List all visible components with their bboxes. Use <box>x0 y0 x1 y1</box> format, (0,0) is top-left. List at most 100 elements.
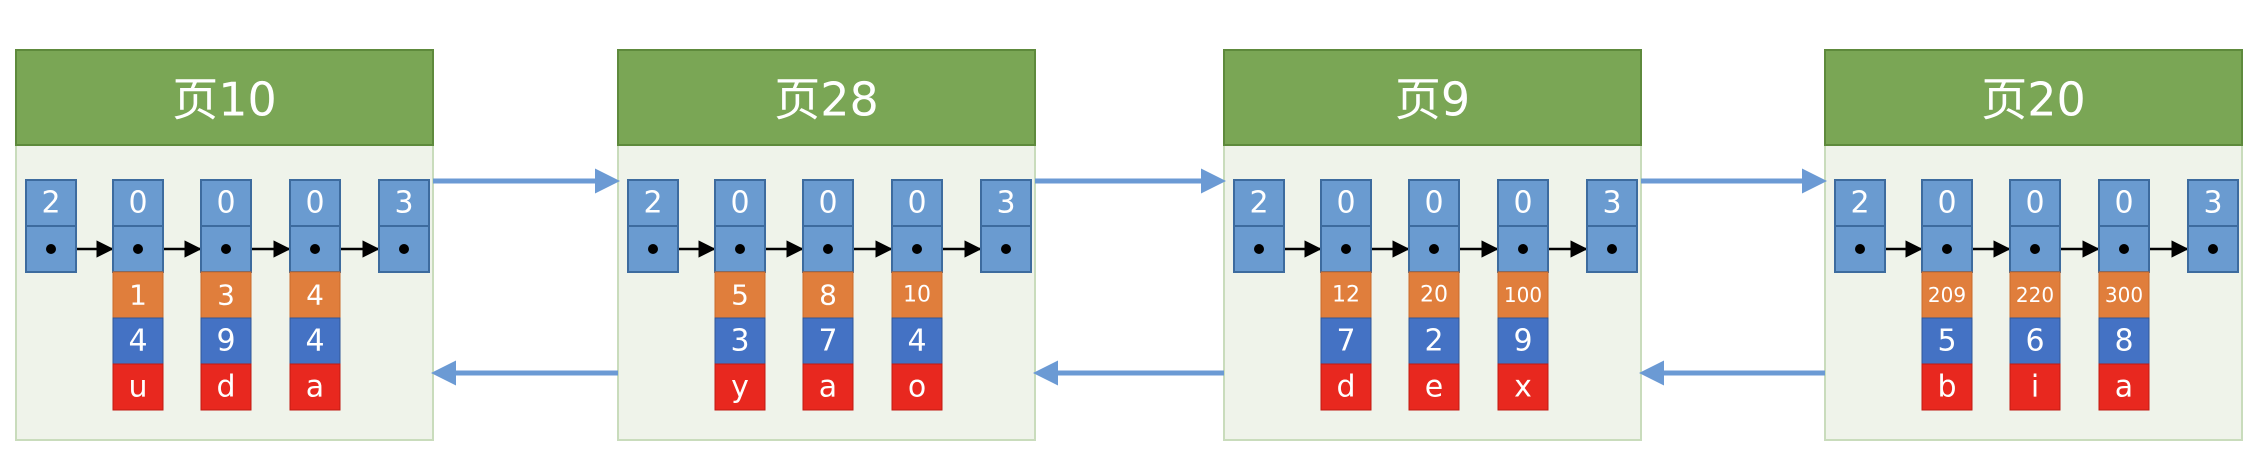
record-key: 8 <box>819 279 837 312</box>
record-col2-value: 8 <box>2114 324 2133 359</box>
pointer-dot <box>735 244 745 254</box>
record-col3-value: a <box>306 370 324 405</box>
record-col2-cell <box>802 317 854 365</box>
record-type: 0 <box>1424 186 1443 221</box>
pointer-dot <box>2119 244 2129 254</box>
record-col3-cell <box>289 363 341 411</box>
record-type: 0 <box>1513 186 1532 221</box>
record-col2-cell <box>1921 317 1973 365</box>
record-header <box>200 179 252 227</box>
record-key-cell <box>200 271 252 319</box>
record-key: 209 <box>1928 283 1966 307</box>
record-col2-value: 4 <box>907 324 926 359</box>
record-col2-cell <box>1497 317 1549 365</box>
record-key-cell <box>1320 271 1372 319</box>
page-header <box>1824 49 2243 146</box>
record-key-cell <box>1921 271 1973 319</box>
record-key-cell <box>1497 271 1549 319</box>
record-col3-value: d <box>1336 370 1355 405</box>
supremum-record-type: 3 <box>1602 186 1621 221</box>
record-col2-cell <box>891 317 943 365</box>
record-key: 10 <box>903 283 931 308</box>
record-key: 12 <box>1332 283 1360 308</box>
record-header <box>714 179 766 227</box>
record-col3-value: d <box>216 370 235 405</box>
record-header <box>2098 179 2150 227</box>
record-key: 100 <box>1504 283 1542 307</box>
record-header <box>891 179 943 227</box>
page-header <box>1223 49 1642 146</box>
pointer-dot <box>133 244 143 254</box>
record-col2-cell <box>1408 317 1460 365</box>
record-header <box>112 179 164 227</box>
record-pointer <box>289 225 341 273</box>
pointer-dot <box>399 244 409 254</box>
record-key: 20 <box>1420 283 1448 308</box>
record-type: 0 <box>2114 186 2133 221</box>
record-key-cell <box>112 271 164 319</box>
page-title: 页28 <box>774 73 879 127</box>
record-key-cell <box>891 271 943 319</box>
page-title: 页10 <box>172 73 277 127</box>
pointer-dot <box>912 244 922 254</box>
pointer-dot <box>221 244 231 254</box>
record-key-cell <box>802 271 854 319</box>
record-key: 220 <box>2016 283 2054 307</box>
record-col3-cell <box>2098 363 2150 411</box>
record-type: 0 <box>907 186 926 221</box>
record-header <box>2009 179 2061 227</box>
record-key-cell <box>2098 271 2150 319</box>
record-col2-value: 5 <box>1937 324 1956 359</box>
record-col2-value: 7 <box>818 324 837 359</box>
supremum-record-type: 3 <box>996 186 1015 221</box>
record-type: 0 <box>2025 186 2044 221</box>
supremum-record-type: 3 <box>394 186 413 221</box>
record-pointer <box>1408 225 1460 273</box>
pointer-dot <box>648 244 658 254</box>
record-col3-cell <box>112 363 164 411</box>
pointer-dot <box>1001 244 1011 254</box>
record-col3-value: o <box>908 370 926 405</box>
record-col3-value: a <box>2115 370 2133 405</box>
pointer-dot <box>46 244 56 254</box>
infimum-record-header <box>1233 179 1285 227</box>
record-col3-value: b <box>1937 370 1956 405</box>
supremum-record-pointer <box>980 225 1032 273</box>
pointer-dot <box>1341 244 1351 254</box>
pointer-dot <box>823 244 833 254</box>
page-header <box>15 49 434 146</box>
record-col3-value: e <box>1425 370 1443 405</box>
record-col3-value: u <box>128 370 147 405</box>
pointer-dot <box>1607 244 1617 254</box>
pointer-dot <box>1254 244 1264 254</box>
record-key-cell <box>289 271 341 319</box>
page-title: 页9 <box>1395 73 1470 127</box>
record-key: 3 <box>217 279 235 312</box>
record-header <box>1408 179 1460 227</box>
infimum-record-pointer <box>25 225 77 273</box>
record-key: 300 <box>2105 283 2143 307</box>
supremum-record-header <box>2187 179 2239 227</box>
pointer-dot <box>1429 244 1439 254</box>
supremum-record-type: 3 <box>2203 186 2222 221</box>
record-col2-value: 9 <box>1513 324 1532 359</box>
record-type: 0 <box>128 186 147 221</box>
record-type: 0 <box>305 186 324 221</box>
record-key: 4 <box>306 279 324 312</box>
record-type: 0 <box>1937 186 1956 221</box>
infimum-record-type: 2 <box>1850 186 1869 221</box>
record-col3-value: y <box>731 370 749 405</box>
record-col3-value: i <box>2031 370 2039 405</box>
record-col3-value: x <box>1514 370 1532 405</box>
pointer-dot <box>310 244 320 254</box>
infimum-record-type: 2 <box>643 186 662 221</box>
record-key: 1 <box>129 279 147 312</box>
record-col2-cell <box>2009 317 2061 365</box>
record-key-cell <box>2009 271 2061 319</box>
record-col2-value: 2 <box>1424 324 1443 359</box>
record-col3-cell <box>2009 363 2061 411</box>
record-col2-value: 6 <box>2025 324 2044 359</box>
